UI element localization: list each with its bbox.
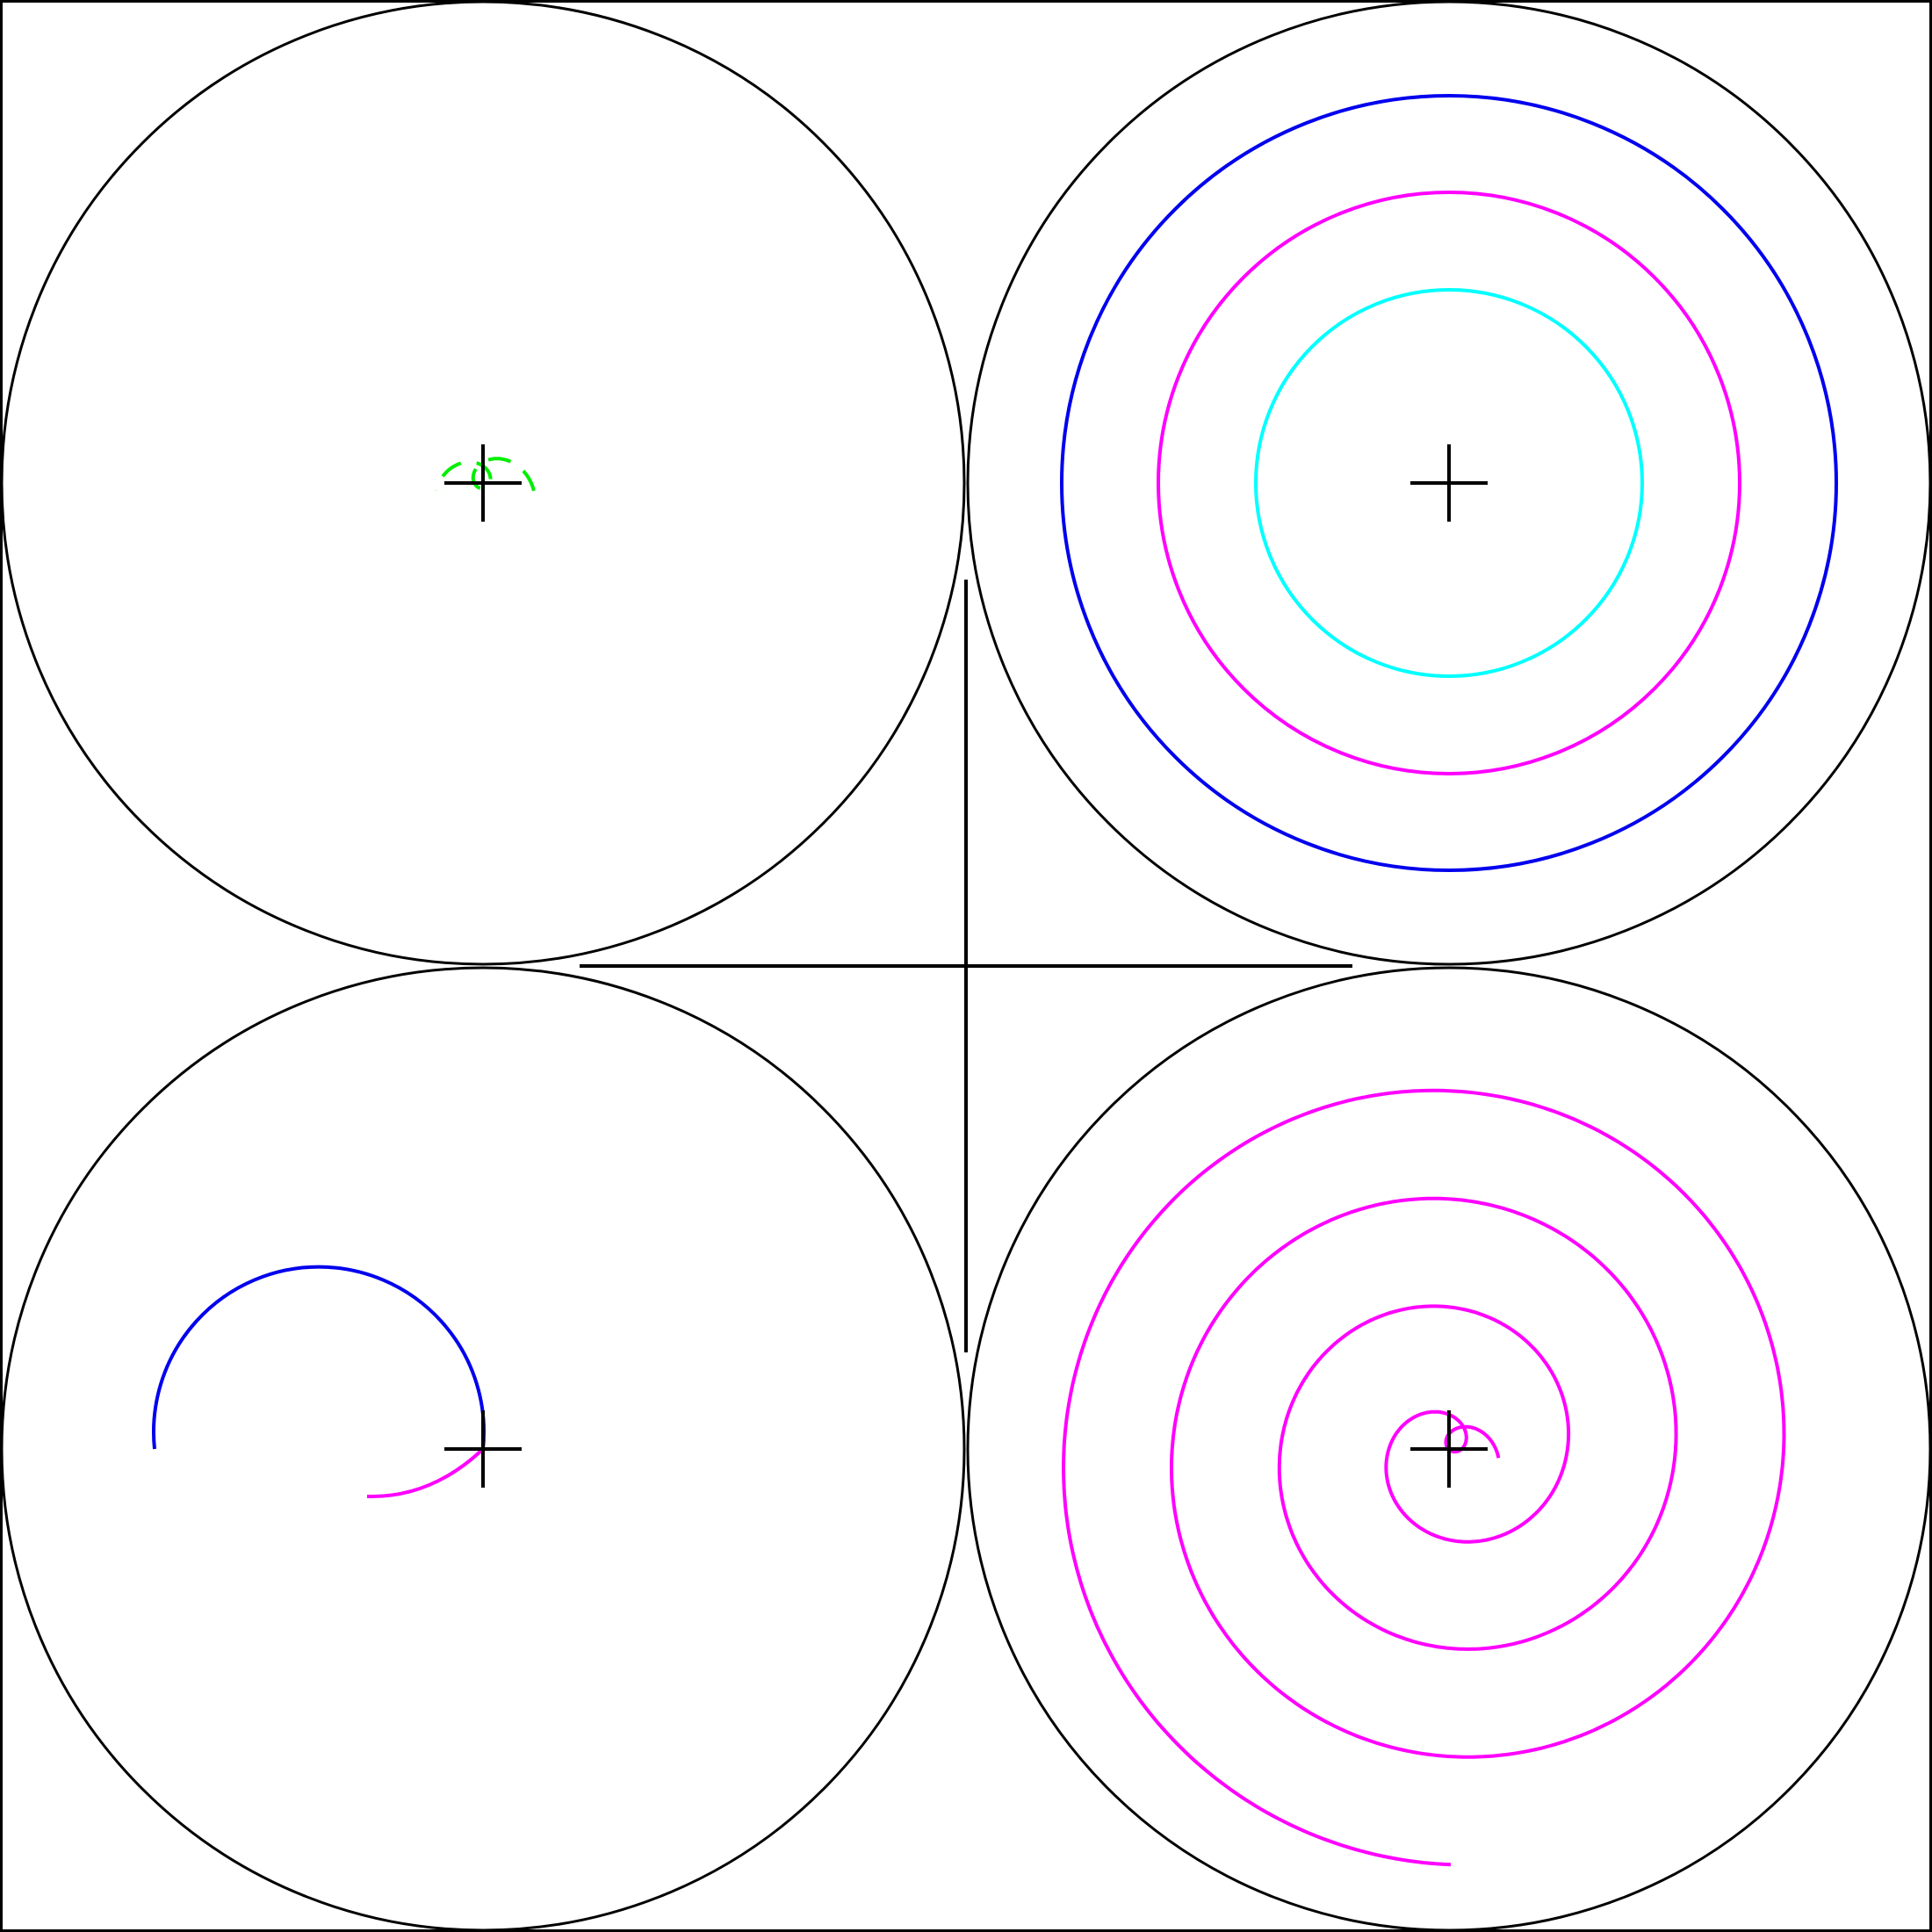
blue-arc — [152, 1265, 486, 1450]
blue-circle — [1060, 94, 1838, 872]
panel-circle-bottom-right — [966, 966, 1932, 1932]
panel-circle-top-left — [0, 0, 966, 966]
crosshair-top-right — [1410, 444, 1488, 522]
magenta-arc — [366, 1447, 485, 1499]
crosshair-bottom-right — [1410, 1410, 1488, 1488]
crosshair-bottom-left — [444, 1410, 522, 1488]
magenta-spiral — [1061, 1088, 1786, 1867]
crosshair-top-left — [444, 444, 522, 522]
panel-circle-top-right — [966, 0, 1932, 966]
cyan-circle — [1254, 288, 1644, 678]
green-dashed-spiral — [434, 457, 536, 492]
panel-circle-bottom-left — [0, 966, 966, 1932]
magenta-circle — [1157, 191, 1741, 775]
